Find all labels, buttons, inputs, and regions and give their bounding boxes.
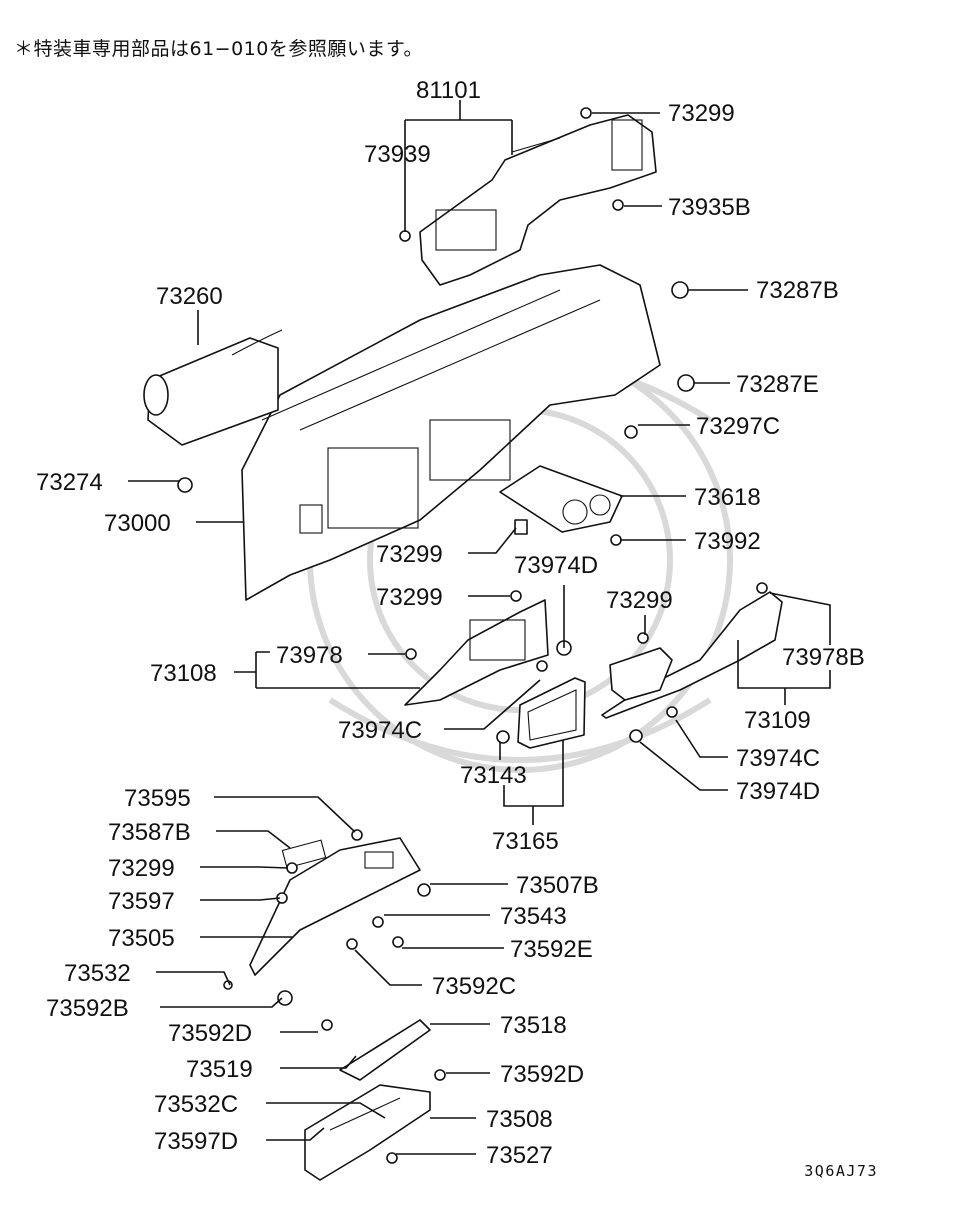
latch-bracket-part xyxy=(339,1019,431,1081)
callout-73519: 73519 xyxy=(186,1056,253,1083)
diagram-code: 3Q6AJ73 xyxy=(804,1162,878,1180)
callout-73974c-a: 73974C xyxy=(338,717,422,744)
callout-73109: 73109 xyxy=(744,707,811,734)
callout-73527: 73527 xyxy=(486,1142,553,1169)
callout-73587b: 73587B xyxy=(108,819,191,846)
airbag-module-part xyxy=(143,329,283,446)
callout-73935b: 73935B xyxy=(668,194,751,221)
callout-73000: 73000 xyxy=(104,510,171,537)
dashboard-part xyxy=(241,264,661,601)
glovebox-part xyxy=(304,1084,431,1181)
callout-73508: 73508 xyxy=(486,1106,553,1133)
callout-73978b: 73978B xyxy=(782,644,865,671)
center-bezel-part xyxy=(499,465,623,533)
callout-81101: 81101 xyxy=(416,77,481,104)
callout-73974d-a: 73974D xyxy=(514,552,598,579)
callout-73595: 73595 xyxy=(124,785,191,812)
callout-73299-e: 73299 xyxy=(108,855,175,882)
callout-73299-d: 73299 xyxy=(606,587,673,614)
callout-73299-c: 73299 xyxy=(376,584,443,611)
callout-73299-b: 73299 xyxy=(376,541,443,568)
callout-73507b: 73507B xyxy=(516,872,599,899)
callout-73165: 73165 xyxy=(492,828,559,855)
callout-73939: 73939 xyxy=(364,141,431,168)
callout-73505: 73505 xyxy=(108,925,175,952)
callout-73592d-b: 73592D xyxy=(500,1061,584,1088)
ashtray-part xyxy=(517,677,586,749)
cluster-bezel-part xyxy=(419,114,657,286)
callout-73532c: 73532C xyxy=(154,1091,238,1118)
callout-73597: 73597 xyxy=(108,888,175,915)
callout-73978: 73978 xyxy=(276,642,343,669)
callout-73592d-a: 73592D xyxy=(168,1020,252,1047)
callout-73532: 73532 xyxy=(64,960,131,987)
callout-73543: 73543 xyxy=(500,903,567,930)
callout-labels: 81101 73299 73939 73935B 73287B 73260 73… xyxy=(36,77,865,1169)
callout-73299-a: 73299 xyxy=(668,100,735,127)
callout-73287b: 73287B xyxy=(756,277,839,304)
callout-73592e: 73592E xyxy=(510,936,593,963)
knee-panel-part xyxy=(601,591,783,719)
callout-73992: 73992 xyxy=(694,528,761,555)
callout-73518: 73518 xyxy=(500,1012,567,1039)
glovebox-panel-part xyxy=(249,837,421,976)
callout-73974c-b: 73974C xyxy=(736,745,820,772)
callout-73274: 73274 xyxy=(36,469,103,496)
callout-73260: 73260 xyxy=(156,283,223,310)
callout-73597d: 73597D xyxy=(154,1128,238,1155)
callout-73592b: 73592B xyxy=(46,995,129,1022)
callout-73618: 73618 xyxy=(694,484,761,511)
lower-center-panel-part xyxy=(404,599,549,706)
callout-73143: 73143 xyxy=(460,762,527,789)
callout-73592c: 73592C xyxy=(432,973,516,1000)
special-vehicle-note: ＊特装車専用部品は61−010を参照願います。 xyxy=(14,38,423,60)
callout-73287e: 73287E xyxy=(736,371,819,398)
callout-73297c: 73297C xyxy=(696,413,780,440)
leader-lines xyxy=(128,100,831,1155)
callout-73974d-b: 73974D xyxy=(736,778,820,805)
callout-73108: 73108 xyxy=(150,660,217,687)
